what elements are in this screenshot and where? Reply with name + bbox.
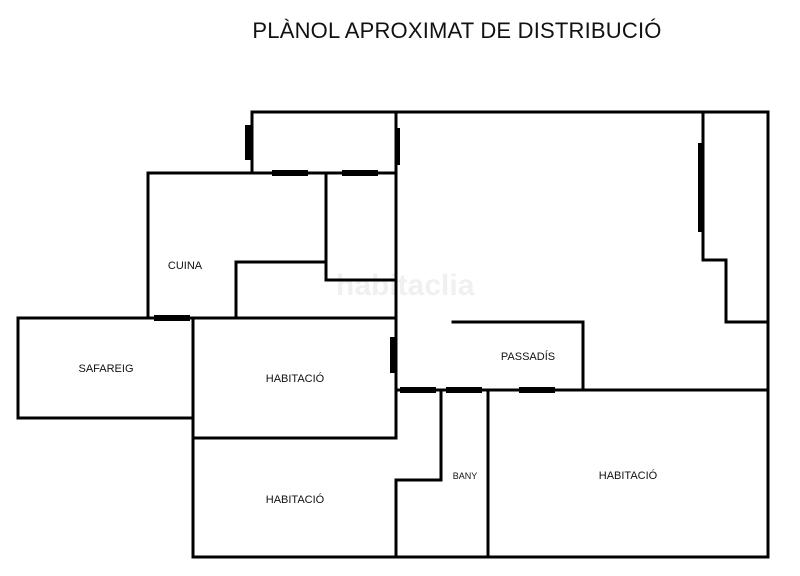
window-mark [390, 337, 395, 373]
room-label-passadis: PASSADÍS [501, 350, 555, 363]
room-label-habitacio: HABITACIÓ [599, 469, 658, 482]
watermark: habitaclia [336, 269, 475, 302]
room-label-bany: BANY [453, 471, 478, 481]
windows [154, 125, 703, 393]
window-mark [245, 125, 252, 160]
window-mark [698, 143, 703, 232]
window-mark [154, 315, 190, 321]
room-label-habitacio: HABITACIÓ [266, 493, 325, 506]
window-mark [342, 170, 378, 176]
window-mark [519, 387, 555, 393]
window-mark [396, 128, 400, 165]
room-label-cuina: CUINA [168, 260, 203, 272]
window-mark [272, 170, 308, 176]
room-label-habitacio: HABITACIÓ [266, 372, 325, 385]
window-mark [400, 387, 436, 393]
walls [16, 110, 770, 559]
room-label-safareig: SAFAREIG [78, 363, 133, 375]
window-mark [446, 387, 482, 393]
plan-title: PLÀNOL APROXIMAT DE DISTRIBUCIÓ [252, 18, 662, 43]
